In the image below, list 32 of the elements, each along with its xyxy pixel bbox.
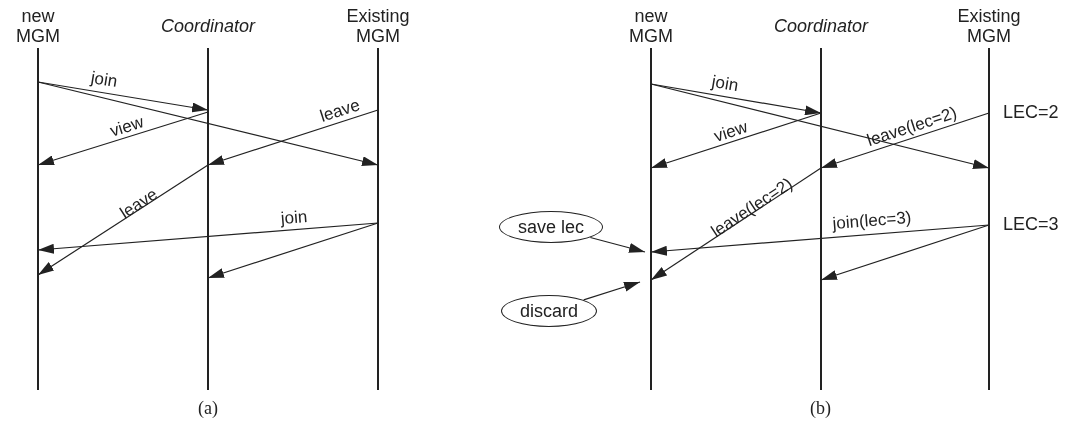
state-label: LEC=3 bbox=[1003, 214, 1059, 235]
edge-label: leave bbox=[317, 96, 362, 127]
message-arrow bbox=[37, 164, 209, 276]
edge-label: view bbox=[712, 118, 751, 146]
note-ellipse: save lec bbox=[499, 211, 603, 243]
edge-label: join bbox=[89, 69, 119, 92]
edge-label: view bbox=[107, 113, 146, 141]
message-arrow bbox=[207, 109, 379, 166]
message-arrow bbox=[820, 112, 990, 169]
message-arrow bbox=[37, 81, 379, 167]
lifeline-header: new MGM bbox=[628, 5, 674, 48]
state-label: LEC=2 bbox=[1003, 102, 1059, 123]
edge-label: join bbox=[710, 73, 740, 96]
edge-label: leave bbox=[116, 185, 161, 223]
lifeline-header: new MGM bbox=[15, 5, 61, 48]
message-arrow bbox=[820, 224, 990, 281]
edge-label: join bbox=[280, 207, 308, 228]
message-arrow bbox=[589, 236, 646, 253]
message-arrow bbox=[583, 281, 641, 301]
message-arrow bbox=[650, 83, 990, 169]
lifeline-header: Coordinator bbox=[160, 15, 256, 38]
panel-label: (b) bbox=[810, 398, 831, 419]
message-arrow bbox=[207, 222, 379, 279]
panel-label: (a) bbox=[198, 398, 218, 419]
lifeline-header: Coordinator bbox=[773, 15, 869, 38]
message-arrow bbox=[650, 112, 822, 169]
message-arrow bbox=[37, 111, 209, 166]
lifeline-header: Existing MGM bbox=[345, 5, 411, 48]
edge-label: join(lec=3) bbox=[831, 209, 912, 234]
message-arrow bbox=[650, 167, 822, 281]
lifeline-header: Existing MGM bbox=[956, 5, 1022, 48]
note-ellipse: discard bbox=[501, 295, 597, 327]
